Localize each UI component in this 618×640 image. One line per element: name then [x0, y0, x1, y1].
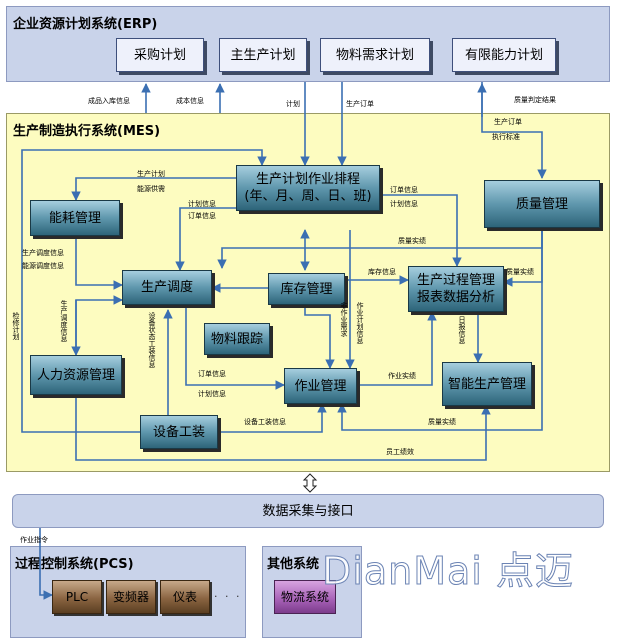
- material-tracking-box: 物料跟踪: [204, 323, 270, 355]
- production-dispatch-label: 生产调度: [140, 280, 193, 295]
- hr-management-label: 人力资源管理: [36, 367, 115, 383]
- finite-capacity-plan-label: 有限能力计划: [464, 47, 543, 63]
- label-energy-info: 能源调度信息: [22, 262, 64, 270]
- label-quality-actual-2: 质量实绩: [506, 268, 534, 276]
- label-prod-plan: 生产计划: [137, 170, 165, 178]
- label-plan-info: 计划信息: [188, 200, 216, 208]
- label-cost: 成本信息: [176, 97, 204, 105]
- label-report-info: 日报信息: [458, 316, 466, 344]
- label-energy-supply: 能源供需: [137, 185, 165, 193]
- inventory-management-label: 库存管理: [280, 281, 333, 297]
- label-inbound: 成品入库信息: [88, 97, 130, 105]
- label-material-demand: 非作业需求: [340, 302, 348, 337]
- erp-title: 企业资源计划系统(ERP): [13, 17, 158, 32]
- logistics-system-box: 物流系统: [274, 580, 336, 614]
- label-order-info-3: 订单信息: [198, 370, 226, 378]
- label-dispatch-info: 生产调度信息: [22, 249, 64, 257]
- instrument-label: 仪表: [172, 589, 197, 604]
- plc-label: PLC: [65, 589, 89, 604]
- energy-management-label: 能耗管理: [48, 210, 101, 226]
- data-acquisition-title: 数据采集与接口: [262, 504, 354, 519]
- label-order-info: 订单信息: [188, 212, 216, 220]
- label-hr-mgmt: 作业计划信息: [356, 302, 364, 344]
- smart-production-label: 智能生产管理: [447, 376, 526, 392]
- smart-production-box: 智能生产管理: [442, 362, 532, 406]
- inverter-box: 变频器: [106, 580, 156, 614]
- inverter-label: 变频器: [112, 589, 149, 604]
- equipment-tooling-label: 设备工装: [152, 424, 205, 440]
- label-inventory-info: 库存信息: [368, 268, 396, 276]
- instrument-box: 仪表: [160, 580, 210, 614]
- process-report-box: 生产过程管理 报表数据分析: [408, 266, 504, 312]
- mes-title: 生产制造执行系统(MES): [13, 124, 161, 139]
- label-quality-result: 质量判定结果: [514, 96, 556, 104]
- energy-management-box: 能耗管理: [30, 200, 120, 236]
- other-systems-title: 其他系统: [267, 557, 320, 572]
- equipment-tooling-box: 设备工装: [140, 415, 218, 449]
- pcs-title: 过程控制系统(PCS): [15, 557, 134, 572]
- label-equip-status: 设备状态工装信息: [148, 312, 156, 368]
- label-plan-info-3: 计划信息: [198, 390, 226, 398]
- label-staff-perf: 员工绩效: [386, 448, 414, 456]
- procurement-plan-label: 采购计划: [133, 47, 186, 63]
- process-report-label: 生产过程管理 报表数据分析: [416, 273, 495, 305]
- label-exec-std: 执行标准: [492, 133, 520, 141]
- production-dispatch-box: 生产调度: [122, 270, 212, 305]
- master-production-plan-label: 主生产计划: [230, 47, 296, 63]
- quality-management-box: 质量管理: [484, 180, 600, 228]
- label-hr-info: 生产调度信息: [60, 300, 68, 342]
- label-quality-actual-3: 质量实绩: [428, 418, 456, 426]
- logistics-system-label: 物流系统: [280, 589, 329, 604]
- quality-management-label: 质量管理: [515, 196, 568, 212]
- operation-management-label: 作业管理: [294, 378, 347, 394]
- label-plan-info-2: 计划信息: [390, 200, 418, 208]
- production-scheduling-box: 生产计划作业排程 (年、月、周、日、班): [236, 165, 380, 211]
- finite-capacity-plan-box: 有限能力计划: [452, 38, 556, 72]
- label-op-actual: 作业实绩: [388, 372, 416, 380]
- material-tracking-label: 物料跟踪: [210, 331, 263, 347]
- data-acquisition-bar: 数据采集与接口: [12, 494, 604, 528]
- material-requirement-plan-box: 物料需求计划: [320, 38, 430, 72]
- label-prod-order: 生产订单: [346, 100, 374, 108]
- label-maint-plan: 检修计划: [12, 312, 20, 340]
- production-scheduling-label: 生产计划作业排程 (年、月、周、日、班): [244, 172, 372, 204]
- operation-management-box: 作业管理: [284, 368, 357, 404]
- watermark-logo: DianMai 点迈: [322, 549, 574, 594]
- inventory-management-box: 库存管理: [268, 273, 345, 305]
- label-quality-actual: 质量实绩: [398, 237, 426, 245]
- hr-management-box: 人力资源管理: [30, 355, 122, 395]
- material-requirement-plan-label: 物料需求计划: [335, 47, 414, 63]
- label-order-info-2: 订单信息: [390, 186, 418, 194]
- label-op-cmd: 作业指令: [20, 536, 48, 544]
- procurement-plan-box: 采购计划: [116, 38, 204, 72]
- more-devices-ellipsis: · · ·: [214, 590, 242, 603]
- master-production-plan-box: 主生产计划: [219, 38, 307, 72]
- label-prod-order-2: 生产订单: [494, 118, 522, 126]
- label-plan: 计划: [286, 100, 300, 108]
- label-equip-info: 设备工装信息: [244, 418, 286, 426]
- plc-box: PLC: [52, 580, 102, 614]
